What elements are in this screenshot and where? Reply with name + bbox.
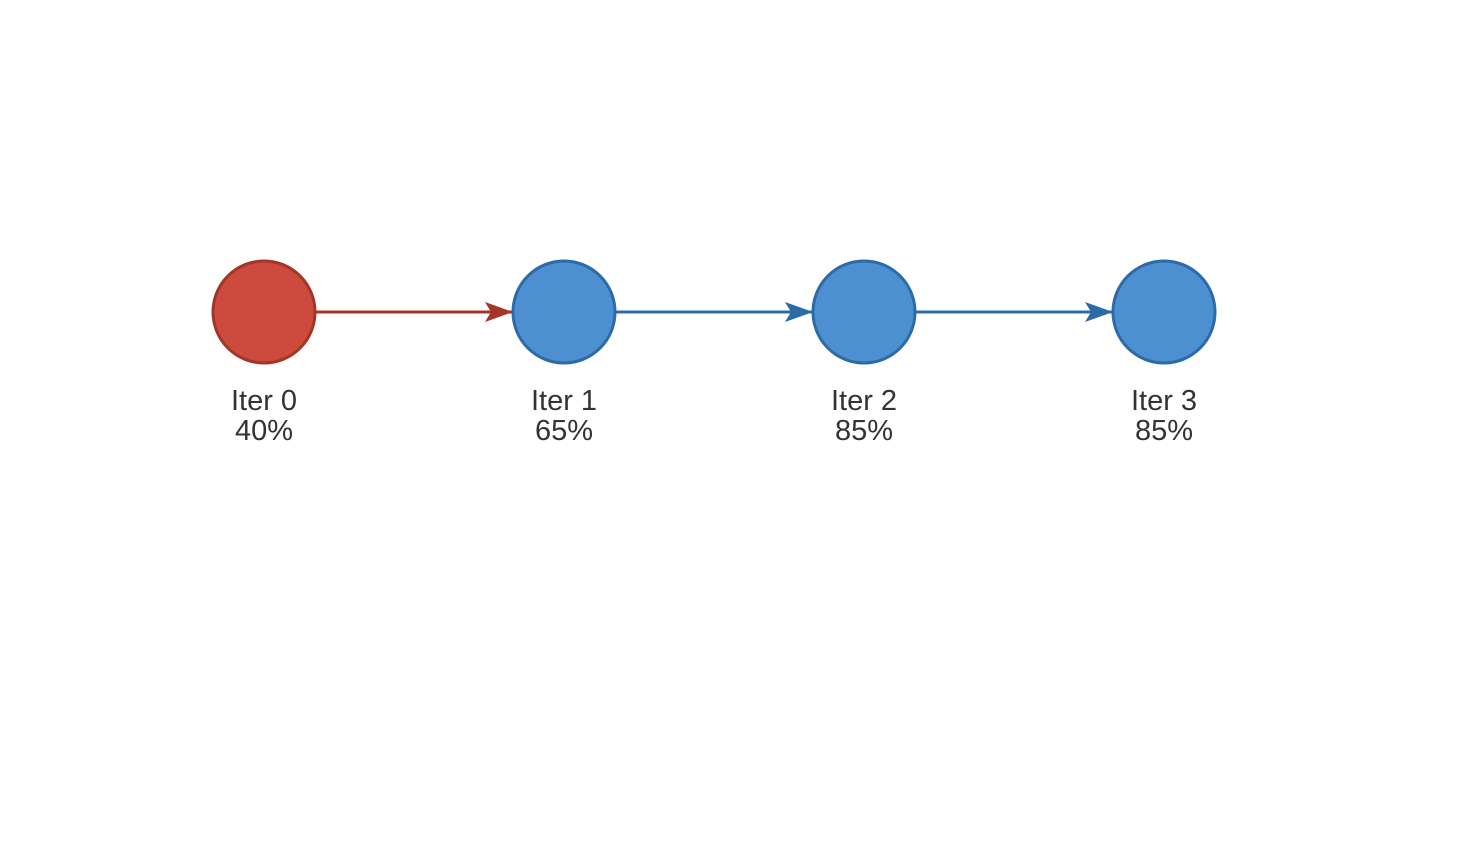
node-circle-iter2	[811, 259, 917, 365]
node-label-iter2: Iter 2	[831, 385, 897, 417]
node-circle-iter3	[1111, 259, 1217, 365]
diagram-node-iter1: Iter 165%	[511, 259, 617, 447]
diagram-node-iter0: Iter 040%	[211, 259, 317, 447]
node-value-iter1: 65%	[535, 415, 593, 447]
diagram-node-iter2: Iter 285%	[811, 259, 917, 447]
node-value-iter2: 85%	[835, 415, 893, 447]
diagram-node-iter3: Iter 385%	[1111, 259, 1217, 447]
node-value-iter3: 85%	[1135, 415, 1193, 447]
node-circle-iter1	[511, 259, 617, 365]
node-label-iter3: Iter 3	[1131, 385, 1197, 417]
node-value-iter0: 40%	[235, 415, 293, 447]
node-label-iter1: Iter 1	[531, 385, 597, 417]
node-label-iter0: Iter 0	[231, 385, 297, 417]
node-circle-iter0	[211, 259, 317, 365]
